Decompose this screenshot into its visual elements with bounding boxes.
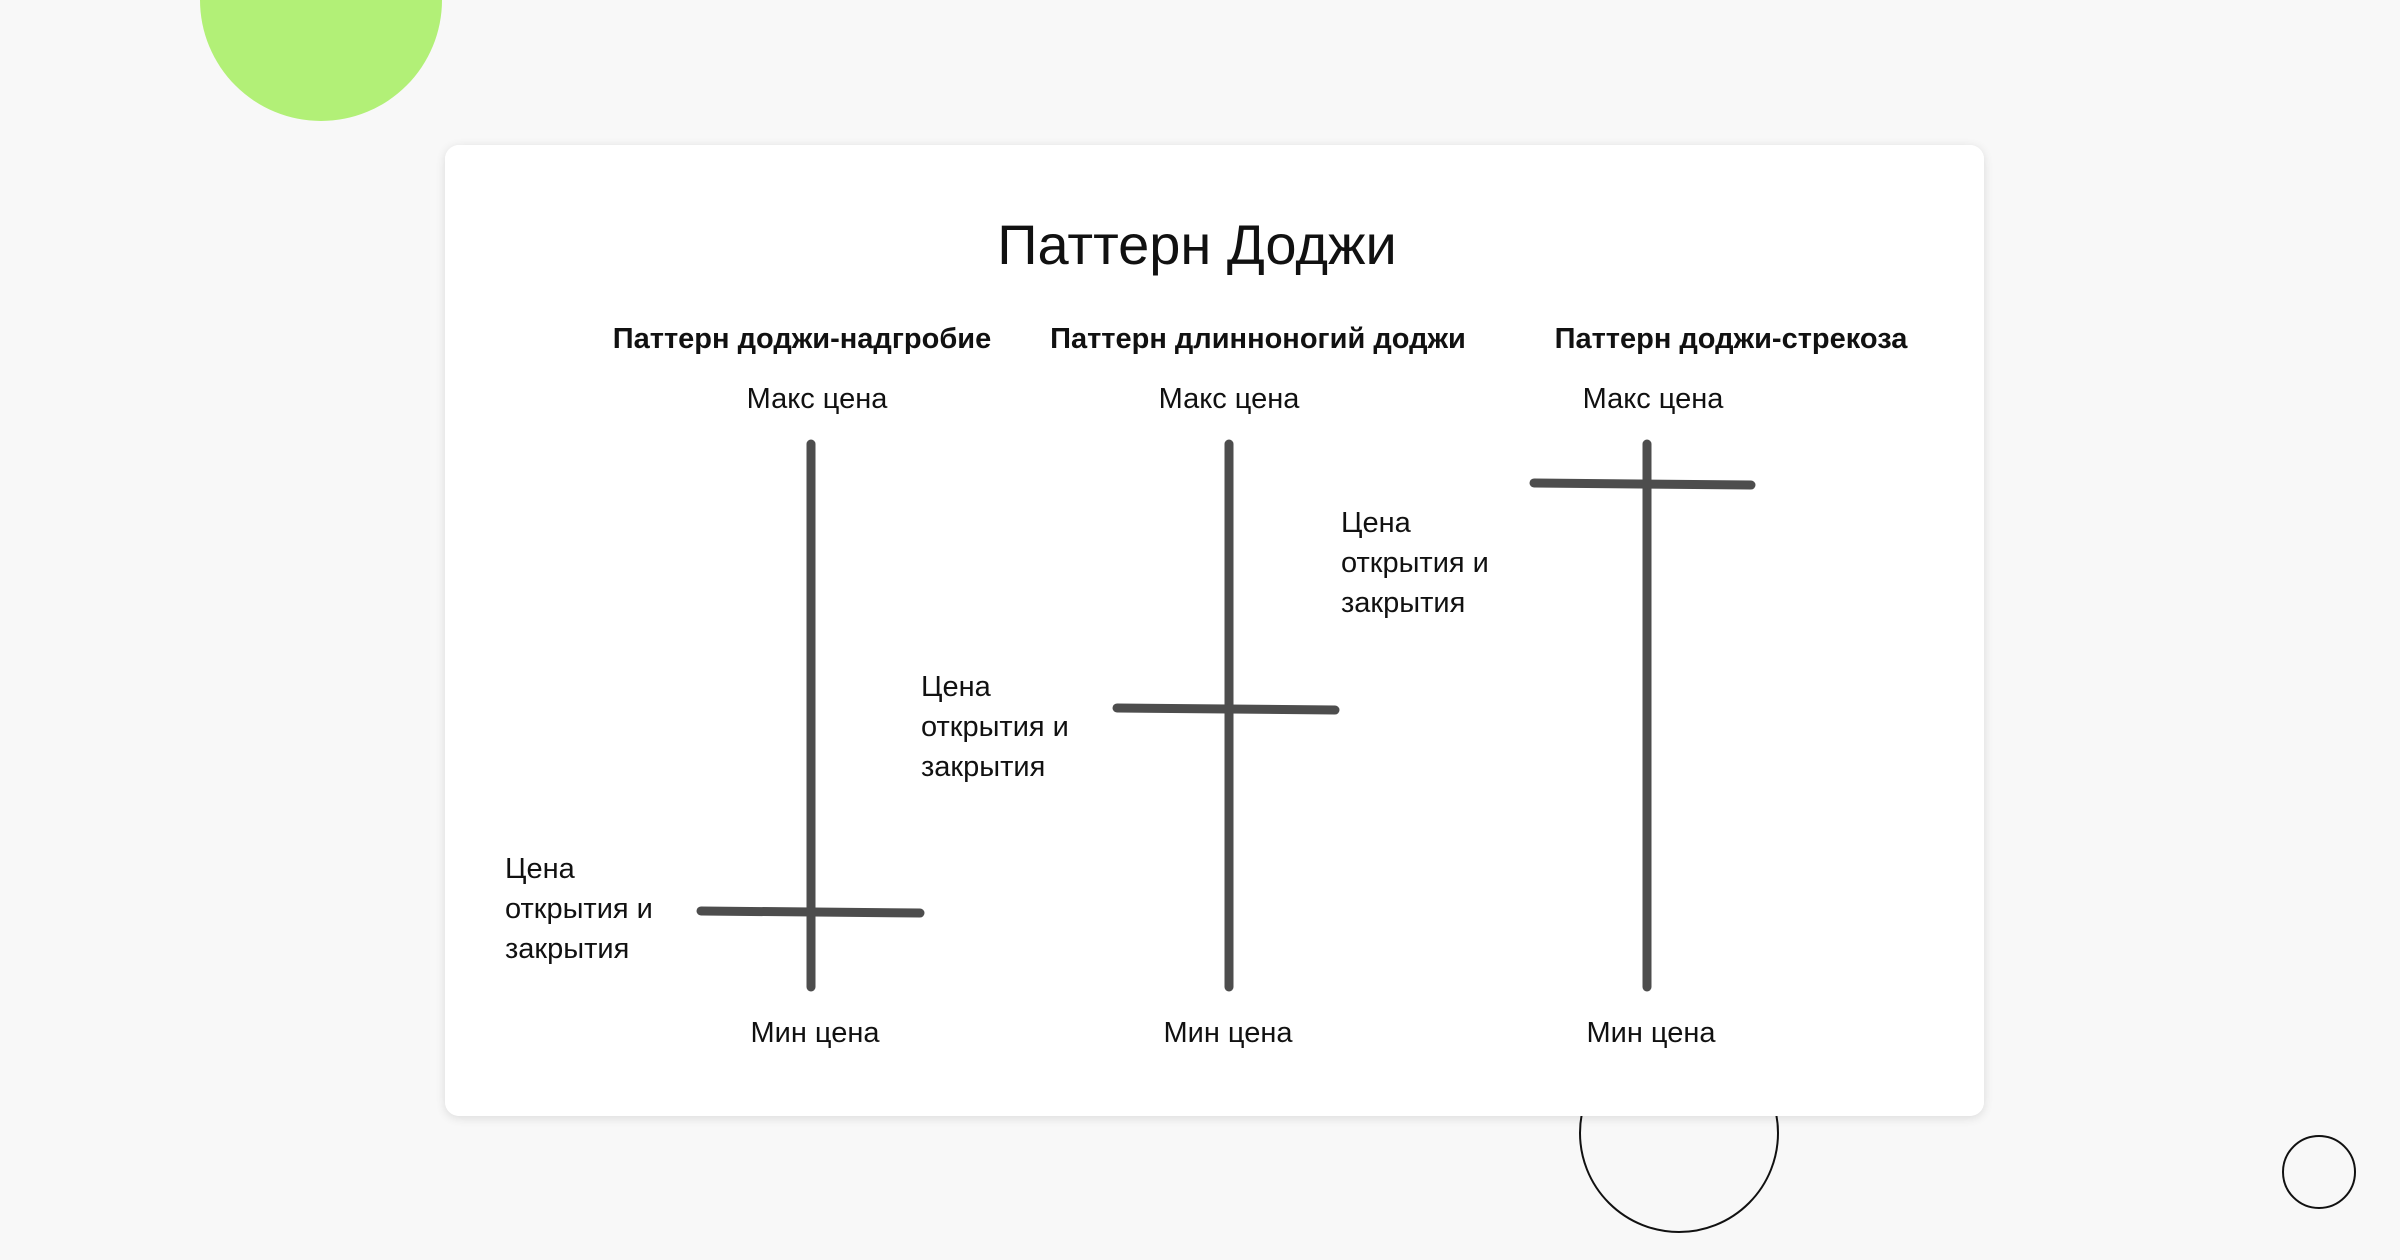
pattern-long-legged: Паттерн длинноногий доджи Макс цена Мин … <box>921 323 1466 1049</box>
open-close-line <box>1112 703 1340 715</box>
open-close-line <box>1529 478 1756 490</box>
open-close-line <box>696 906 925 918</box>
open-close-label: Цена открытия и закрытия <box>921 671 1077 783</box>
open-close-label: Цена открытия и закрытия <box>1341 507 1497 619</box>
decor-green-circle <box>200 0 442 121</box>
open-close-label: Цена открытия и закрытия <box>505 853 661 965</box>
pattern-title: Паттерн длинноногий доджи <box>1050 323 1466 355</box>
max-price-label: Макс цена <box>1159 383 1301 415</box>
max-price-label: Макс цена <box>747 383 889 415</box>
min-price-label: Мин цена <box>751 1017 881 1049</box>
decor-outline-circle-small <box>2282 1135 2356 1209</box>
min-price-label: Мин цена <box>1587 1017 1717 1049</box>
min-price-label: Мин цена <box>1164 1017 1294 1049</box>
max-price-label: Макс цена <box>1583 383 1725 415</box>
pattern-gravestone: Паттерн доджи-надгробие Макс цена Мин це… <box>505 323 991 1049</box>
page-title: Паттерн Доджи <box>997 213 1397 276</box>
pattern-title: Паттерн доджи-стрекоза <box>1555 323 1909 355</box>
pattern-title: Паттерн доджи-надгробие <box>613 323 991 355</box>
pattern-dragonfly: Паттерн доджи-стрекоза Макс цена Мин цен… <box>1341 323 1908 1049</box>
